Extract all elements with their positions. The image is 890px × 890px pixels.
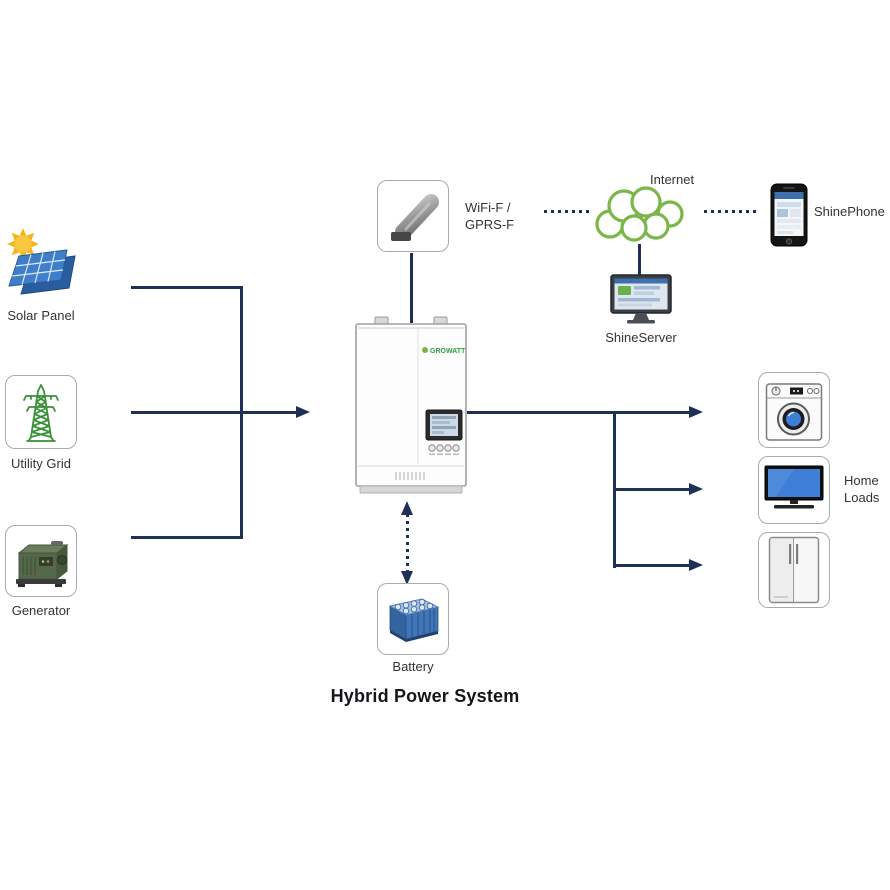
shineserver-label: ShineServer	[605, 330, 677, 345]
solar-panel-label: Solar Panel	[7, 308, 75, 323]
connector-generator-to-bus	[131, 536, 242, 539]
home-loads-label: Home Loads	[844, 473, 880, 505]
connector-wifi-to-inverter	[410, 253, 413, 323]
battery-box	[377, 583, 449, 655]
solar-panel-icon	[7, 228, 76, 295]
washing-machine-box	[758, 372, 830, 448]
shineserver-icon	[610, 274, 672, 324]
connector-inverter-battery	[406, 514, 409, 572]
connector-output-bus	[613, 411, 616, 568]
connector-solar-to-bus	[131, 286, 242, 289]
arrowhead-into-inverter	[296, 406, 310, 418]
inverter-logo: GROWATT	[422, 347, 466, 355]
wifi-antenna-icon	[391, 194, 439, 241]
fridge-icon	[768, 536, 820, 604]
washing-machine-icon	[765, 383, 823, 441]
generator-label: Generator	[11, 603, 71, 618]
generator-box	[5, 525, 77, 597]
battery-label: Battery	[392, 659, 434, 674]
wifi-module-box	[377, 180, 449, 252]
connector-wifi-to-cloud	[544, 210, 592, 213]
tv-box	[758, 456, 830, 524]
svg-text:GROWATT: GROWATT	[430, 348, 466, 355]
connector-to-fridge	[615, 564, 689, 567]
diagram-title: Hybrid Power System	[330, 686, 520, 706]
wifi-module-label: WiFi-F / GPRS-F	[465, 200, 515, 232]
fridge-box	[758, 532, 830, 608]
shinephone-label: ShinePhone	[814, 204, 885, 219]
arrowhead-to-battery	[401, 571, 413, 585]
connector-inverter-to-washer	[467, 411, 689, 414]
internet-cloud-icon	[595, 186, 684, 242]
inverter-device: GROWATT	[355, 316, 467, 494]
arrowhead-to-inverter-from-battery	[401, 501, 413, 515]
utility-grid-icon	[23, 384, 59, 442]
battery-icon	[388, 598, 440, 642]
connector-input-bus	[240, 286, 243, 539]
generator-icon	[16, 541, 69, 587]
internet-label: Internet	[650, 172, 695, 187]
arrowhead-to-tv	[689, 483, 703, 495]
tv-icon	[764, 465, 824, 509]
utility-grid-box	[5, 375, 77, 449]
connector-grid-to-inverter	[131, 411, 296, 414]
connector-cloud-to-phone	[704, 210, 756, 213]
inverter-buttons	[428, 444, 460, 455]
connector-to-tv	[615, 488, 689, 491]
arrowhead-to-fridge	[689, 559, 703, 571]
arrowhead-to-washer	[689, 406, 703, 418]
connector-cloud-to-server	[638, 244, 641, 276]
utility-grid-label: Utility Grid	[11, 456, 71, 471]
shinephone-icon	[770, 183, 808, 247]
inverter-display	[425, 409, 463, 441]
